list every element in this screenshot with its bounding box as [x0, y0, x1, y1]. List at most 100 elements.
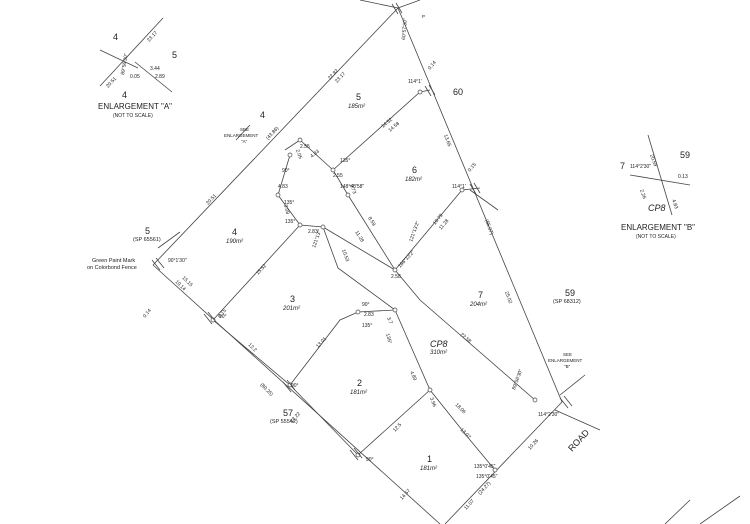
- svg-text:3.7: 3.7: [385, 316, 393, 325]
- svg-text:90°: 90°: [291, 383, 299, 389]
- svg-text:135°: 135°: [340, 158, 350, 164]
- road-label: ROAD: [566, 427, 591, 453]
- svg-text:18.06: 18.06: [454, 402, 467, 415]
- enl-a-label-4-top: 4: [113, 32, 118, 42]
- neighbour-5: 5: [145, 226, 150, 236]
- svg-text:90°1'30": 90°1'30": [168, 258, 187, 264]
- dimension-labels: 22.82 23.17 (43.86) 20.51 15.52 10.53 13…: [142, 60, 540, 512]
- svg-text:8.59: 8.59: [366, 216, 376, 228]
- neighbour-4: 4: [260, 110, 265, 120]
- lot-lines: [212, 89, 536, 471]
- svg-text:0.14: 0.14: [142, 308, 153, 319]
- svg-text:135°: 135°: [284, 200, 294, 206]
- lot-number-6: 6: [412, 165, 417, 175]
- svg-text:20.51: 20.51: [205, 193, 218, 206]
- enl-a-label-5: 5: [172, 50, 177, 60]
- neighbour-5-plan: (SP 65561): [133, 237, 161, 243]
- see-enlargement-a-1: SEE: [240, 127, 249, 132]
- svg-text:2.55: 2.55: [300, 144, 310, 150]
- see-enlargement-b-3: "B": [564, 364, 571, 369]
- see-enlargement-b-1: SEE: [563, 352, 572, 357]
- enl-a-title: ENLARGEMENT "A": [98, 102, 172, 111]
- enl-a-subtitle: (NOT TO SCALE): [113, 113, 153, 119]
- lot-area-7: 204m²: [469, 302, 488, 308]
- svg-text:3.44: 3.44: [150, 66, 160, 72]
- svg-text:23.17: 23.17: [146, 30, 159, 43]
- neighbour-57: 57: [283, 408, 293, 418]
- neighbour-59: 59: [565, 288, 575, 298]
- neighbour-60: 60: [453, 87, 463, 97]
- common-property-label: CP8: [430, 339, 448, 349]
- enl-b-subtitle: (NOT TO SCALE): [636, 234, 676, 240]
- svg-text:4.83: 4.83: [309, 149, 320, 160]
- svg-text:14.57: 14.57: [399, 488, 412, 501]
- svg-text:2.73: 2.73: [348, 184, 357, 195]
- svg-text:20.59: 20.59: [648, 154, 658, 168]
- lot-number-1: 1: [427, 454, 432, 464]
- svg-text:148°48'58": 148°48'58": [340, 184, 364, 190]
- enlargement-b: 7 59 CP8 20.59 2.26 4.83 0.13 114°2'30" …: [620, 134, 695, 240]
- paint-mark-note-2: on Colorbond Fence: [87, 265, 137, 271]
- peg-marker-p: P: [422, 14, 425, 19]
- svg-text:90°: 90°: [282, 168, 290, 174]
- svg-text:10.26: 10.26: [527, 438, 540, 451]
- svg-text:3.08: 3.08: [282, 204, 290, 215]
- svg-text:3.96: 3.96: [428, 397, 437, 408]
- svg-text:135°0'45": 135°0'45": [474, 464, 496, 470]
- svg-text:13.65: 13.65: [442, 134, 452, 148]
- angle-labels: 90°1'30" 90° 90° 90° 135° 135° 135° 90° …: [168, 18, 559, 480]
- enl-b-label-59: 59: [680, 150, 690, 160]
- lot-area-5: 185m²: [348, 104, 366, 110]
- svg-text:135°: 135°: [384, 333, 392, 345]
- see-enlargement-a-2: ENLARGEMENT: [224, 133, 259, 138]
- svg-text:25.02: 25.02: [503, 291, 513, 305]
- svg-text:114°2'30": 114°2'30": [630, 164, 651, 170]
- svg-text:2.05: 2.05: [294, 149, 303, 160]
- svg-text:11.07: 11.07: [463, 498, 476, 511]
- svg-text:89°56'30": 89°56'30": [511, 368, 524, 390]
- svg-text:135°0'45": 135°0'45": [476, 474, 498, 480]
- boundary-lines: [152, 0, 741, 524]
- svg-text:2.83: 2.83: [364, 312, 374, 318]
- lot-area-6: 182m²: [405, 177, 423, 183]
- peg-hatches: [151, 2, 573, 461]
- see-enlargement-b-2: ENLARGEMENT: [548, 358, 583, 363]
- svg-text:121°13'2": 121°13'2": [408, 220, 421, 242]
- svg-text:2.83: 2.83: [308, 229, 318, 235]
- svg-text:2.89: 2.89: [155, 74, 165, 80]
- svg-text:12.5: 12.5: [392, 422, 403, 433]
- see-enlargement-a-3: "A": [241, 139, 248, 144]
- svg-text:(24.27): (24.27): [477, 480, 492, 496]
- svg-text:166°13'2": 166°13'2": [397, 249, 416, 269]
- svg-text:135°: 135°: [362, 323, 372, 329]
- lot-area-4: 190m²: [226, 239, 244, 245]
- neighbour-57-plan: (SP 55542): [270, 419, 298, 425]
- svg-text:0.14: 0.14: [427, 60, 438, 71]
- lot-area-1: 181m²: [420, 466, 438, 472]
- lot-number-2: 2: [357, 378, 362, 388]
- svg-text:22.58: 22.58: [459, 332, 473, 345]
- svg-text:114°1': 114°1': [408, 79, 422, 85]
- svg-text:15.52: 15.52: [255, 263, 268, 276]
- svg-text:90°: 90°: [219, 314, 227, 320]
- lot-number-3: 3: [290, 294, 295, 304]
- svg-text:60°57'30": 60°57'30": [401, 18, 409, 40]
- svg-text:0.05: 0.05: [130, 74, 140, 80]
- enl-a-label-4-bottom: 4: [122, 90, 127, 100]
- svg-text:114°2'30": 114°2'30": [538, 412, 559, 418]
- svg-text:12.2: 12.2: [247, 342, 258, 353]
- enl-b-label-7: 7: [620, 161, 625, 171]
- lot-area-2: 181m²: [350, 390, 368, 396]
- svg-text:0.15: 0.15: [467, 162, 478, 173]
- svg-text:10.53: 10.53: [340, 249, 350, 263]
- svg-text:4.83: 4.83: [670, 199, 679, 210]
- svg-text:135°: 135°: [285, 219, 295, 225]
- svg-text:114°1': 114°1': [452, 184, 466, 190]
- paint-mark-note-1: Green Paint Mark: [92, 258, 135, 264]
- enl-b-label-cp8: CP8: [648, 203, 666, 213]
- svg-text:2.55: 2.55: [333, 173, 343, 179]
- svg-text:2.58: 2.58: [391, 274, 401, 280]
- common-property-area: 310m²: [430, 350, 448, 356]
- svg-text:4.83: 4.83: [278, 184, 288, 190]
